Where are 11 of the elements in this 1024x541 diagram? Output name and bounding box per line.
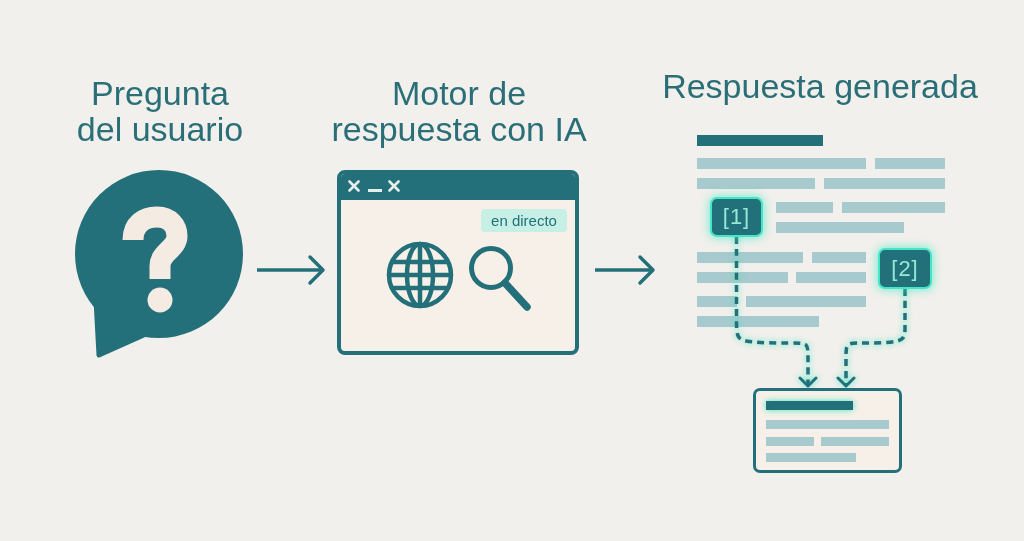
citation-marker: [1] (710, 197, 763, 237)
arrow (595, 255, 655, 285)
dashed-arrow (734, 237, 818, 388)
citation-marker: [2] (878, 248, 932, 289)
arrow (257, 255, 325, 285)
step-heading: Motor de respuesta con IA (330, 75, 588, 147)
step-heading: Pregunta del usuario (75, 75, 245, 147)
live-tag: en directo (481, 209, 567, 232)
step-heading: Respuesta generada (661, 68, 979, 104)
dashed-arrow (836, 289, 907, 388)
summary-card (753, 388, 902, 473)
